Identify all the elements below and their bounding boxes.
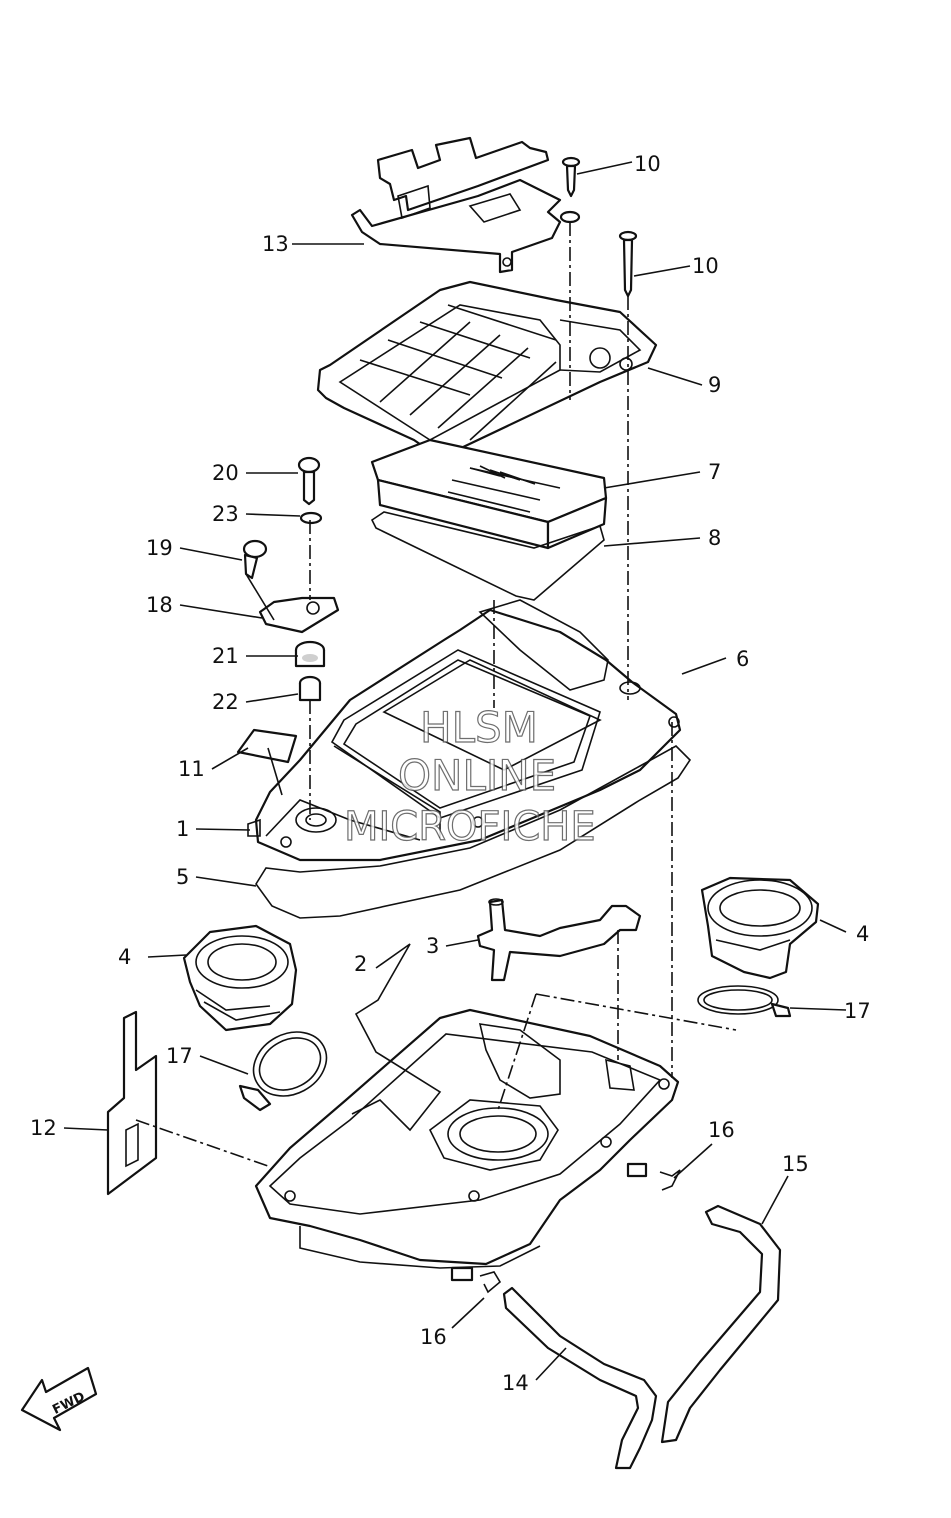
- screw-part-10b: [618, 230, 638, 298]
- leader-lines: [63, 161, 847, 1381]
- label-part-11: [236, 728, 298, 764]
- callout-21: 21: [212, 644, 239, 668]
- washer-under-10a: [559, 210, 581, 224]
- callout-14: 14: [502, 1371, 529, 1395]
- grommet-part-21: [294, 640, 326, 668]
- filter-element-part-7: [370, 438, 608, 550]
- callout-23: 23: [212, 502, 239, 526]
- clip-part-16b: [479, 1271, 502, 1294]
- intake-duct-part-4-left: [182, 924, 298, 1032]
- bolt-part-20: [297, 456, 321, 506]
- hose-part-14: [502, 1286, 658, 1470]
- screw-part-10a: [561, 156, 581, 198]
- washer-part-23: [299, 511, 323, 525]
- watermark-line-3: MICROFICHE: [344, 804, 596, 850]
- clip-part-16a: [659, 1169, 681, 1191]
- callout-17-left: 17: [166, 1044, 193, 1068]
- hose-part-15: [660, 1204, 782, 1444]
- callout-9: 9: [708, 373, 721, 397]
- breather-pipe-part-3: [476, 898, 642, 982]
- intake-duct-part-4-right: [700, 876, 820, 980]
- callout-11: 11: [178, 757, 205, 781]
- watermark-line-1: HLSM: [420, 703, 538, 752]
- callout-7: 7: [708, 460, 721, 484]
- callout-2: 2: [354, 952, 367, 976]
- callout-5: 5: [176, 865, 189, 889]
- callout-6: 6: [736, 647, 749, 671]
- callout-22: 22: [212, 690, 239, 714]
- watermark: HLSM ONLINE MICROFICHE: [343, 702, 596, 850]
- callout-10a: 10: [634, 152, 661, 176]
- cover-part-9: [316, 280, 658, 460]
- callout-18: 18: [146, 593, 173, 617]
- callout-13: 13: [262, 232, 289, 256]
- callout-16-left: 16: [420, 1325, 447, 1349]
- clamp-part-17-right: [697, 985, 792, 1018]
- callout-1: 1: [176, 817, 189, 841]
- callout-15: 15: [782, 1152, 809, 1176]
- callout-4-right: 4: [856, 922, 869, 946]
- fwd-arrow-icon: FWD: [20, 1366, 98, 1432]
- bolt-part-19: [242, 539, 268, 580]
- callout-20: 20: [212, 461, 239, 485]
- air-box-upper-part-1: [247, 599, 682, 862]
- label-part-12: [106, 1010, 158, 1196]
- callout-labels: 10 13 10 9 20 7 23 8 19 18 21 6 22 11 1 …: [30, 152, 871, 1395]
- callout-4-left: 4: [118, 945, 131, 969]
- watermark-line-2: ONLINE: [398, 751, 556, 800]
- air-box-lower-part-2: [254, 1008, 680, 1282]
- bracket-part-13: [350, 136, 562, 274]
- callout-3: 3: [426, 934, 439, 958]
- bracket-part-18: [258, 596, 340, 634]
- callout-16-right: 16: [708, 1118, 735, 1142]
- callout-17-right: 17: [844, 999, 871, 1023]
- assembly-lines: [135, 222, 737, 1167]
- gasket-part-5: [255, 745, 692, 919]
- callout-12: 12: [30, 1116, 57, 1140]
- collar-part-22: [298, 675, 322, 702]
- callout-19: 19: [146, 536, 173, 560]
- callout-8: 8: [708, 526, 721, 550]
- clamp-part-17-left: [238, 1031, 328, 1112]
- callout-10b: 10: [692, 254, 719, 278]
- seal-part-8: [370, 511, 605, 601]
